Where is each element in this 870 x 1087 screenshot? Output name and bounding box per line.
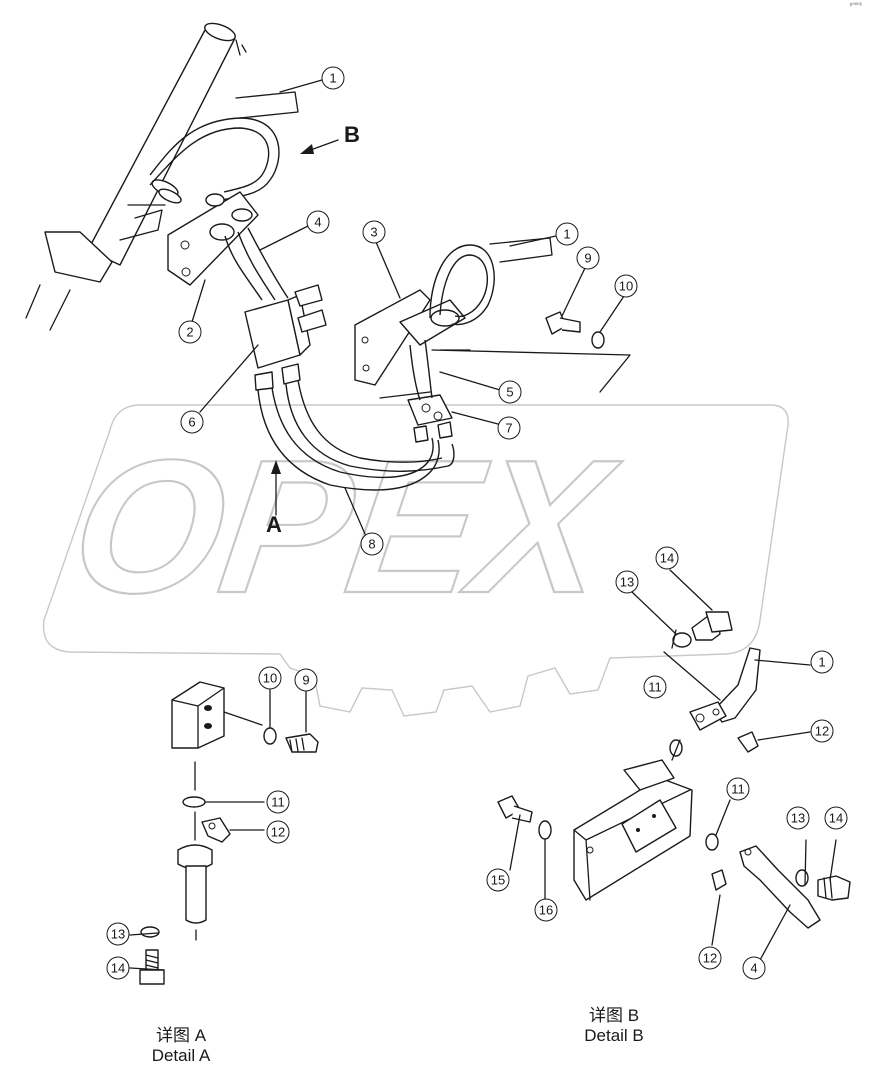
detail-b-caption-cn: 详图 B	[588, 1006, 640, 1025]
detail-b-caption-en: Detail B	[584, 1026, 644, 1045]
callout-12-detail-b-right: 12	[810, 719, 834, 743]
callout-11-detail-a: 11	[266, 790, 290, 814]
main-assembly: B A	[25, 22, 631, 537]
callout-6: 6	[180, 344, 259, 434]
callout-7: 7	[451, 411, 521, 440]
callout-13-detail-b-low: 13	[786, 806, 810, 830]
svg-text:3: 3	[370, 225, 377, 240]
callout-14-detail-a: 14	[106, 956, 130, 980]
svg-text:8: 8	[368, 537, 375, 552]
callout-9-main: 9	[561, 246, 600, 317]
svg-text:12: 12	[271, 825, 285, 840]
svg-text:2: 2	[186, 325, 193, 340]
svg-text:1: 1	[818, 655, 825, 670]
callout-11-detail-b-mid: 11	[726, 777, 750, 801]
callout-1-right: 1	[509, 222, 579, 247]
callout-4-detail-b: 4	[742, 956, 766, 980]
svg-text:14: 14	[829, 811, 843, 826]
callout-12-detail-b-low: 12	[698, 946, 722, 970]
svg-text:1: 1	[563, 227, 570, 242]
boom-cylinder	[25, 22, 247, 331]
svg-text:9: 9	[302, 673, 309, 688]
view-arrow-a-label: A	[266, 512, 282, 537]
callout-1-detail-b: 1	[810, 650, 834, 674]
callout-13-detail-b-top: 13	[615, 570, 677, 635]
mounting-plate-left	[167, 191, 259, 286]
callout-11-detail-b-top: 11	[643, 675, 667, 699]
svg-text:9: 9	[584, 251, 591, 266]
valve-block-left	[244, 284, 327, 391]
callout-4-main: 4	[259, 210, 330, 251]
valve-block-right	[407, 394, 453, 443]
callout-9-detail-a: 9	[294, 668, 318, 733]
hose-loop-top	[149, 117, 280, 201]
detail-a-caption-en: Detail A	[151, 1046, 211, 1065]
callout-5: 5	[439, 371, 522, 404]
svg-text:14: 14	[660, 551, 674, 566]
callout-8: 8	[344, 487, 384, 556]
callout-2: 2	[178, 279, 206, 344]
view-arrow-b: B	[300, 122, 360, 154]
detail-b	[497, 611, 851, 961]
callout-14-detail-b-top: 14	[655, 546, 713, 611]
view-arrow-a: A	[266, 460, 282, 537]
callout-16: 16	[534, 898, 558, 922]
watermark: OPEX	[42, 404, 789, 717]
view-arrow-b-label: B	[344, 122, 360, 147]
svg-text:15: 15	[491, 873, 505, 888]
detail-b-caption: 详图 B Detail B	[534, 1006, 694, 1046]
callout-14-detail-b-low: 14	[824, 806, 848, 830]
callout-1-top: 1	[279, 66, 345, 93]
detail-a-caption-cn: 详图 A	[155, 1026, 207, 1045]
svg-text:1: 1	[329, 71, 336, 86]
callout-13-detail-a: 13	[106, 922, 130, 946]
svg-text:13: 13	[111, 927, 125, 942]
svg-text:11: 11	[731, 782, 745, 797]
svg-text:10: 10	[263, 671, 277, 686]
svg-text:12: 12	[703, 951, 717, 966]
watermark-text: OPEX	[61, 421, 628, 633]
watermark-gear-outline	[42, 404, 789, 717]
bolt-9-main	[545, 311, 581, 335]
svg-text:13: 13	[620, 575, 634, 590]
svg-text:14: 14	[111, 961, 125, 976]
washer-10-main	[591, 331, 605, 349]
corner-mark: ᵖ⁰⁰⁰⁶	[850, 3, 862, 9]
detail-a-caption: 详图 A Detail A	[101, 1026, 261, 1066]
svg-text:12: 12	[815, 724, 829, 739]
svg-text:4: 4	[314, 215, 321, 230]
svg-text:4: 4	[750, 961, 757, 976]
detail-a	[129, 681, 319, 985]
svg-text:11: 11	[271, 795, 285, 810]
svg-text:16: 16	[539, 903, 553, 918]
svg-text:7: 7	[505, 421, 512, 436]
svg-text:10: 10	[619, 279, 633, 294]
svg-text:11: 11	[648, 680, 662, 695]
svg-text:6: 6	[188, 415, 195, 430]
svg-text:5: 5	[506, 385, 513, 400]
callout-12-detail-a: 12	[266, 820, 290, 844]
callout-10-main: 10	[599, 274, 638, 333]
callout-15: 15	[486, 868, 510, 892]
svg-text:13: 13	[791, 811, 805, 826]
callout-3: 3	[362, 220, 401, 299]
mounting-plate-right	[354, 289, 466, 386]
callout-10-detail-a: 10	[258, 666, 282, 729]
